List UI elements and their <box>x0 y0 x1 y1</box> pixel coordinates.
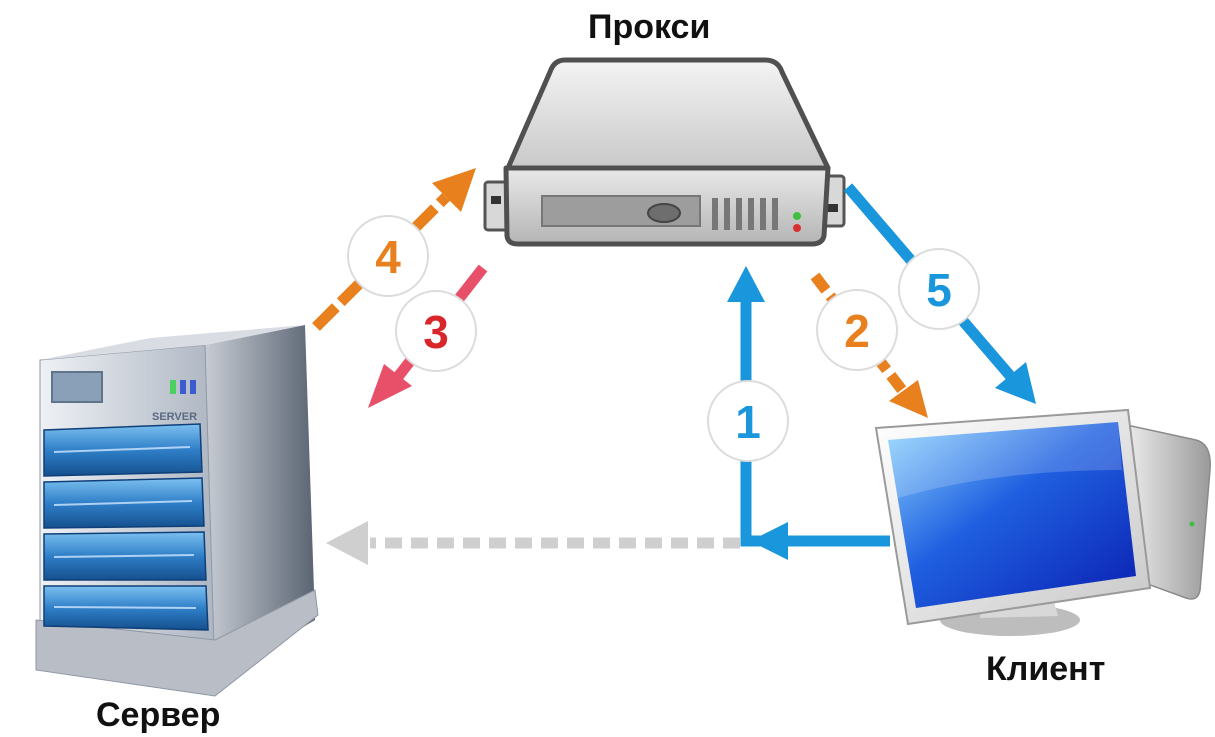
direct-path-arrow <box>326 521 740 565</box>
step-5-badge: 5 <box>898 248 980 330</box>
step-1-number: 1 <box>735 396 761 448</box>
step-1-badge: 1 <box>707 380 789 462</box>
step-5-number: 5 <box>926 264 952 316</box>
server-tower-icon: SERVER <box>35 325 319 697</box>
step-3-number: 3 <box>423 306 449 358</box>
step-3-badge: 3 <box>395 290 477 372</box>
step-2-badge: 2 <box>816 289 898 371</box>
client-computer-icon <box>874 408 1211 636</box>
step-2-arrow <box>810 272 928 418</box>
step-2-number: 2 <box>844 305 870 357</box>
server-brand: SERVER <box>152 411 197 423</box>
server-label: Сервер <box>96 696 221 734</box>
proxy-server-icon <box>483 57 846 247</box>
server-drive-bays <box>43 423 209 631</box>
step-4-badge: 4 <box>347 215 429 297</box>
proxy-label: Прокси <box>588 8 711 46</box>
step-4-number: 4 <box>375 231 401 283</box>
client-label: Клиент <box>986 650 1106 688</box>
